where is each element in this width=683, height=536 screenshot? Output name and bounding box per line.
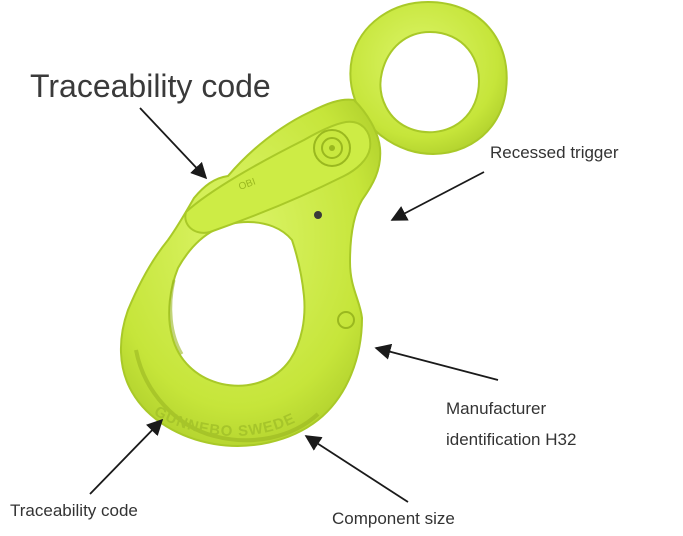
hook-latch: OBI [184, 120, 372, 234]
trigger-hole [314, 211, 322, 219]
label-component-size: Component size [332, 509, 455, 528]
label-traceability-code-top: Traceability code [30, 68, 271, 104]
size-stamp [337, 311, 355, 329]
arrow-component-size [304, 435, 409, 503]
arrow-traceability-bottom [89, 418, 164, 495]
label-manufacturer-line2: identification H32 [446, 430, 577, 449]
label-manufacturer-identification: Manufacturer identification H32 [446, 393, 576, 455]
hook-eye [349, 0, 508, 155]
arrow-traceability-top [139, 107, 208, 180]
arrow-manufacturer [374, 343, 499, 381]
annotation-arrows [89, 107, 499, 503]
label-manufacturer-line1: Manufacturer [446, 399, 547, 418]
label-recessed-trigger: Recessed trigger [490, 143, 619, 162]
arrow-recessed-trigger [390, 171, 485, 221]
label-traceability-code-bottom: Traceability code [10, 501, 138, 520]
